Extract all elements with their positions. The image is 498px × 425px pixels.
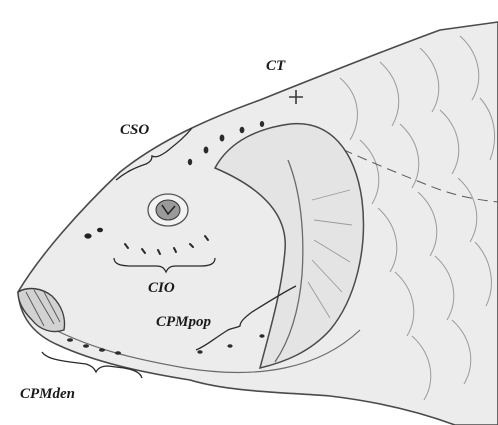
label-ct: CT bbox=[266, 58, 286, 74]
label-cpmpop: CPMpop bbox=[156, 314, 212, 330]
eye bbox=[148, 194, 188, 226]
fish-body bbox=[18, 22, 498, 425]
label-cpmden: CPMden bbox=[20, 386, 75, 402]
label-cso: CSO bbox=[120, 122, 149, 138]
label-cio: CIO bbox=[148, 280, 175, 296]
